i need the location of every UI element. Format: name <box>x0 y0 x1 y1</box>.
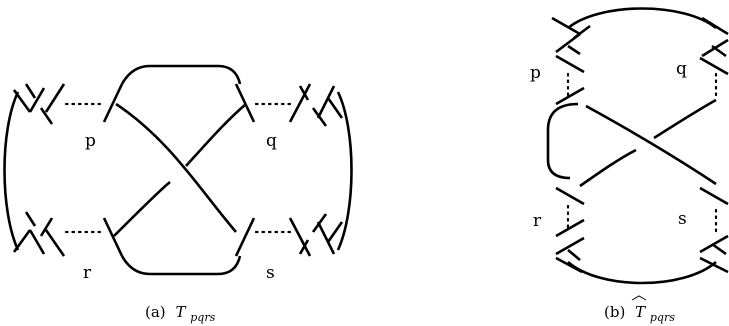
central-strand-under-a <box>113 180 171 237</box>
twist-column-q <box>699 16 729 98</box>
top-arc <box>120 64 242 85</box>
label-s-b: s <box>678 209 687 229</box>
central-strand-over-b <box>585 104 717 186</box>
central-strand-under-b <box>185 103 247 167</box>
outer-left-arc <box>3 91 20 251</box>
label-r: r <box>83 263 92 283</box>
label-p-b: p <box>530 63 541 83</box>
twist-region-p <box>12 83 124 125</box>
twist-region-q <box>234 83 344 127</box>
central-strand-under-b1 <box>579 148 637 188</box>
bottom-arc <box>120 255 242 276</box>
caption-b: (b) T pqrs <box>604 303 675 324</box>
twist-column-p <box>551 16 591 106</box>
caption-a: (a) T pqrs <box>145 303 216 324</box>
label-r-b: r <box>533 211 542 231</box>
caption-a-subscript: pqrs <box>190 311 215 324</box>
outer-bottom-arc <box>567 261 717 285</box>
caption-a-tag: (a) <box>145 303 166 321</box>
tangle-diagram-a: p q r s (a) T pqrs <box>3 64 353 324</box>
label-s: s <box>266 263 275 283</box>
outer-top-arc <box>567 7 717 30</box>
central-strand-under-b2 <box>653 98 717 140</box>
caption-b-hat-icon <box>631 295 647 301</box>
caption-b-tag: (b) <box>604 303 625 321</box>
left-side-connector <box>546 102 579 180</box>
outer-right-arc <box>336 91 353 251</box>
twist-column-r <box>555 186 585 274</box>
twist-region-r <box>12 211 124 257</box>
caption-b-symbol: T <box>635 303 646 321</box>
label-p: p <box>85 131 96 151</box>
central-strand-over <box>115 102 237 233</box>
twist-region-s <box>234 213 344 257</box>
label-q-b: q <box>676 59 687 79</box>
tangle-diagram-b: p q r s (b) T pqrs <box>530 7 729 324</box>
caption-a-symbol: T <box>175 303 186 321</box>
caption-b-subscript: pqrs <box>650 311 675 324</box>
twist-column-s <box>699 186 729 274</box>
label-q: q <box>266 131 277 151</box>
